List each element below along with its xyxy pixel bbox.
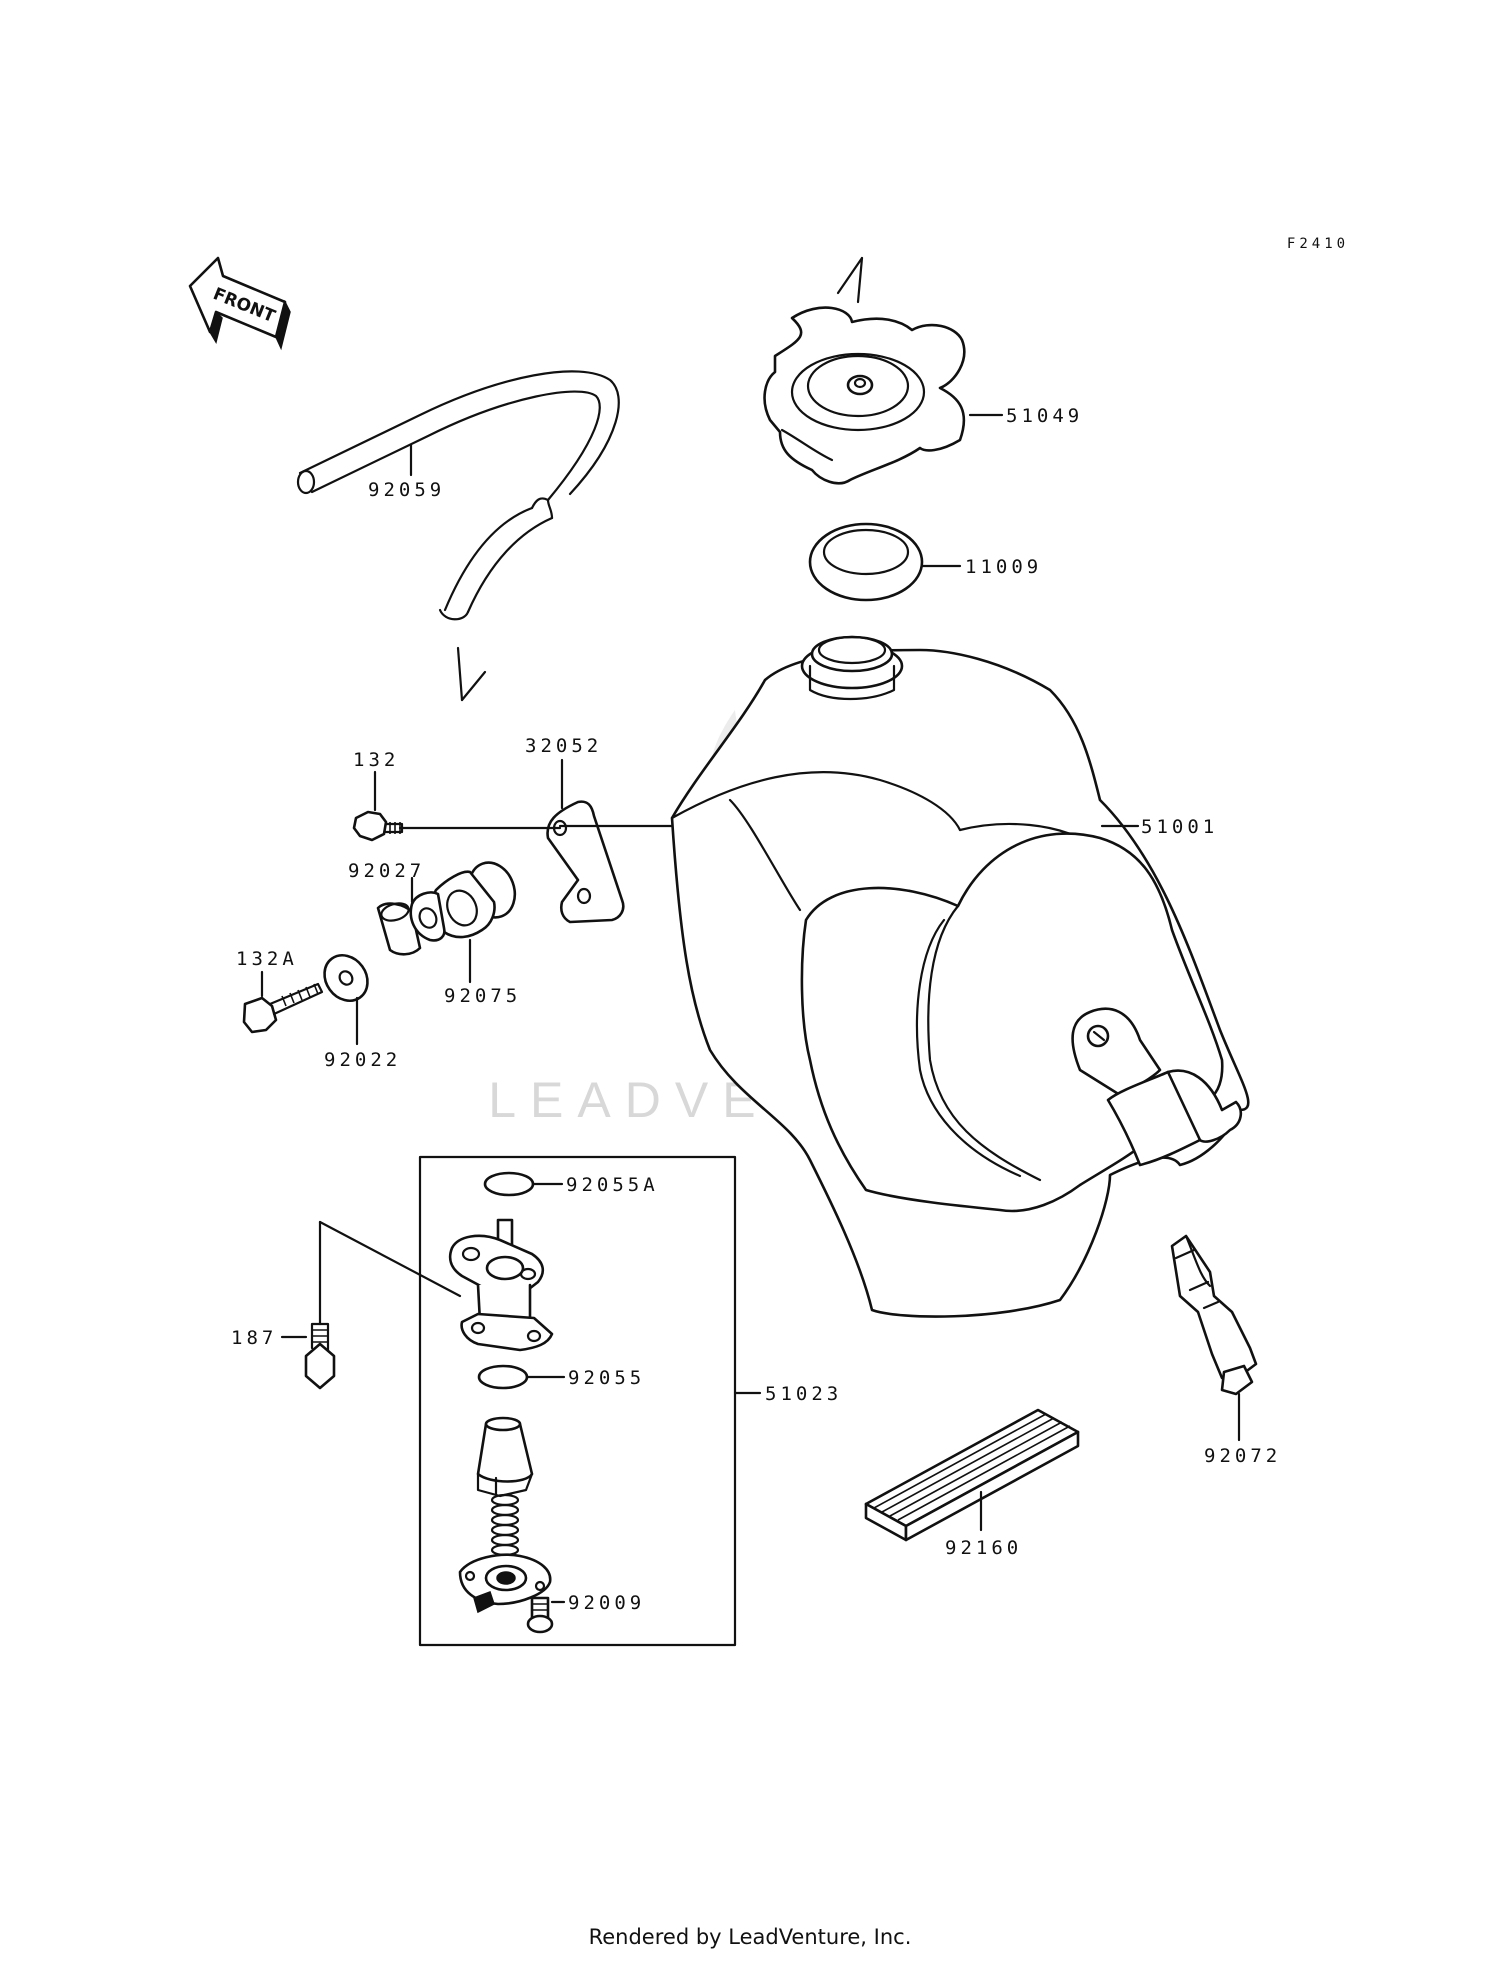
label-92022: 92022 <box>324 1049 401 1071</box>
label-51023: 51023 <box>765 1383 842 1405</box>
figure-id: F2410 <box>1287 236 1349 252</box>
label-187: 187 <box>231 1327 277 1349</box>
label-92055: 92055 <box>568 1367 645 1389</box>
tank-band-92072 <box>1170 1234 1258 1396</box>
label-51001: 51001 <box>1141 816 1218 838</box>
washer-92022 <box>323 954 369 1002</box>
front-arrow-icon: FRONT <box>188 256 291 351</box>
tap-lever-plate <box>458 1553 552 1614</box>
label-92160: 92160 <box>945 1537 1022 1559</box>
label-51049: 51049 <box>1006 405 1083 427</box>
screw-92009 <box>526 1596 554 1634</box>
label-132: 132 <box>353 749 399 771</box>
o-ring-92055 <box>477 1364 529 1390</box>
collar-92027 <box>376 902 422 956</box>
label-92075: 92075 <box>444 985 521 1007</box>
valve-core <box>476 1416 534 1498</box>
label-92027: 92027 <box>348 860 425 882</box>
label-132A: 132A <box>236 948 298 970</box>
fuel-tap-body <box>448 1218 554 1352</box>
fuel-tap-box <box>418 1155 737 1647</box>
breather-hose <box>296 370 620 621</box>
label-92009: 92009 <box>568 1592 645 1614</box>
damper-pad-92160 <box>864 1408 1080 1542</box>
tank-bracket <box>546 800 625 924</box>
footer-credit: Rendered by LeadVenture, Inc. <box>589 1925 912 1949</box>
label-92055A: 92055A <box>566 1174 659 1196</box>
bolt-132a <box>242 982 324 1034</box>
fuel-tank <box>670 635 1250 1318</box>
bolt-132 <box>352 810 404 842</box>
fuel-cap <box>763 256 966 485</box>
valve-spring <box>490 1493 520 1557</box>
grommet-92075 <box>409 861 517 942</box>
o-ring-92055a <box>483 1171 535 1197</box>
label-92059: 92059 <box>368 479 445 501</box>
cap-gasket <box>808 522 924 602</box>
screw-187 <box>304 1322 336 1390</box>
label-32052: 32052 <box>525 735 602 757</box>
label-11009: 11009 <box>965 556 1042 578</box>
label-92072: 92072 <box>1204 1445 1281 1467</box>
